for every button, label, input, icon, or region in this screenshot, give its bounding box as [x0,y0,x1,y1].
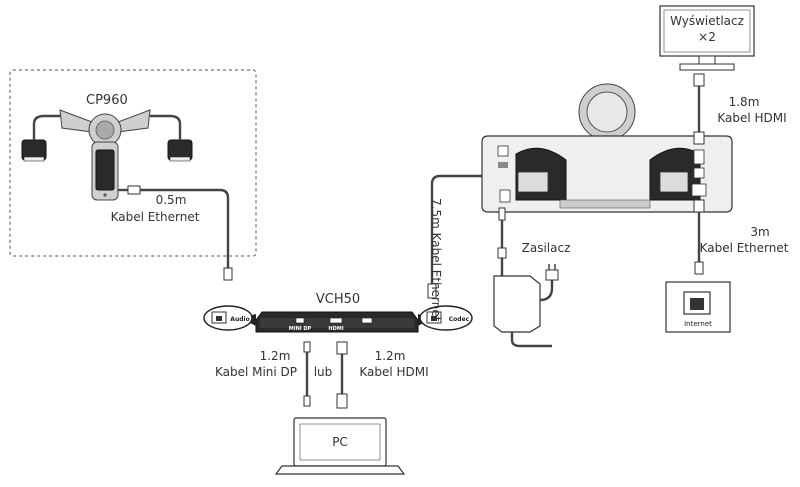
minidp-cable-length: 1.2m [260,349,291,363]
display-label-line1: Wyświetlacz [670,14,744,28]
or-label: lub [314,365,333,379]
cable-cp960-ethernet [118,185,233,281]
power-supply [493,207,559,348]
cable-hdmi [336,341,348,409]
codec-port-label: Codec [449,316,470,323]
pc-label: PC [332,435,348,449]
camera-codec-unit [481,83,733,213]
expansion-mic-left [21,114,62,162]
display-cable-length: 1.8m [729,95,760,109]
display-label-line2: ×2 [698,30,716,44]
pc-laptop [274,417,406,475]
cp960-conference-phone [59,109,151,201]
internet-wall-socket [665,281,731,333]
usb-port-icon [361,317,373,324]
internet-label: Internet [684,320,712,328]
audio-port-label: Audio [230,316,249,323]
display-monitor [659,5,755,71]
vch50-hub: MINI DP HDMI [255,311,419,333]
hdmi-cable-length: 1.2m [375,349,406,363]
vch50-label: VCH50 [316,292,360,307]
cp960-dashed-frame [9,69,257,257]
cp960-cable-length: 0.5m [156,193,187,207]
internet-cable-length: 3m [750,225,769,239]
cable-display-hdmi [693,73,705,145]
minidp-port-icon [295,317,305,324]
codec-cable-label: 7.5m Kabel Ethernet [429,198,443,322]
cp960-label: CP960 [86,93,128,108]
cp960-cable-type: Kabel Ethernet [111,210,200,224]
codec-port-callout: Codec [418,305,473,331]
power-supply-label: Zasilacz [522,241,571,255]
display-cable-type: Kabel HDMI [717,111,786,125]
audio-port-callout: Audio [203,305,256,331]
hdmi-port-label: HDMI [328,326,343,332]
cable-minidp [303,341,311,407]
hdmi-port-icon [329,317,343,324]
hdmi-cable-type: Kabel HDMI [359,365,428,379]
minidp-cable-type: Kabel Mini DP [215,365,297,379]
minidp-port-label: MINI DP [289,326,312,332]
cable-internet-ethernet [693,199,705,275]
internet-cable-type: Kabel Ethernet [700,241,789,255]
expansion-mic-right [150,114,193,162]
